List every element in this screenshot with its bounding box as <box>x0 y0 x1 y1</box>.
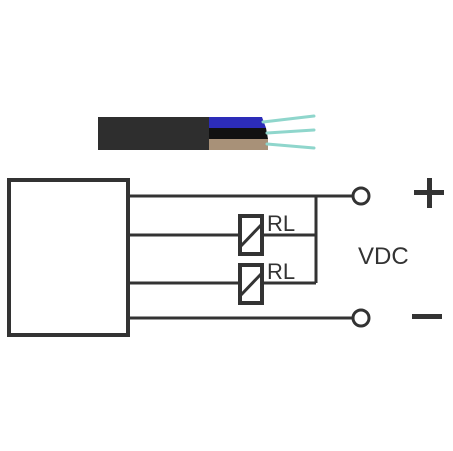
wire-blue <box>209 117 266 128</box>
terminal-negative <box>351 308 371 328</box>
wire-black <box>209 128 268 139</box>
relay-label-2: RL <box>267 259 295 284</box>
cable-jacket <box>98 117 211 150</box>
plus-symbol: + <box>414 178 444 208</box>
relay-coil-1 <box>238 214 264 256</box>
wire-end-blue <box>261 114 316 124</box>
relay-coil-2 <box>238 263 264 305</box>
wire-end-brown <box>265 142 316 150</box>
minus-symbol: − <box>412 314 442 319</box>
sensor-body <box>7 178 130 337</box>
supply-voltage-label: VDC <box>358 243 409 270</box>
relay-label-1: RL <box>267 211 295 236</box>
wire-brown <box>209 139 268 150</box>
cable-illustration <box>98 114 316 150</box>
terminal-positive <box>351 186 371 206</box>
wiring-lines <box>128 194 354 320</box>
wire-end-black <box>265 128 316 135</box>
